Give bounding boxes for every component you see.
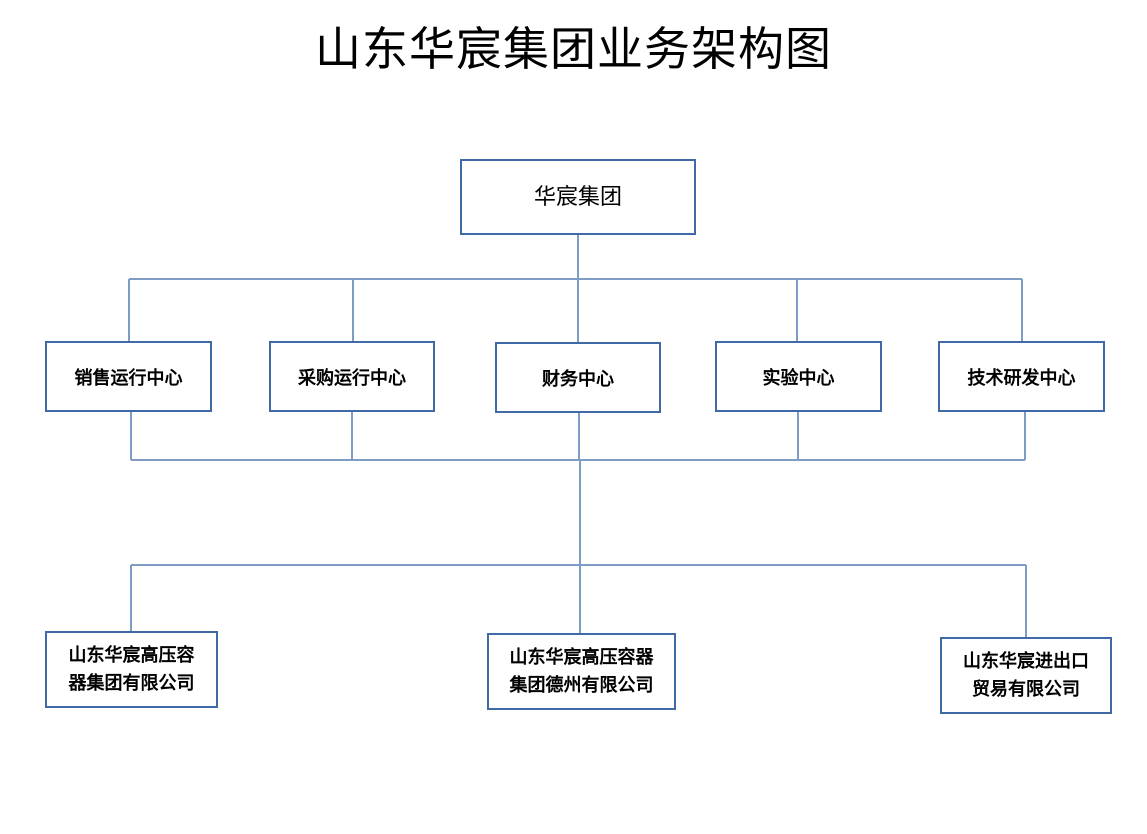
root-node-huachen-group: 华宸集团 (460, 159, 696, 235)
company-node-label-line2: 集团德州有限公司 (509, 674, 654, 696)
page-title: 山东华宸集团业务架构图 (315, 22, 832, 76)
company-node-pressure-vessel: 山东华宸高压容 器集团有限公司 (45, 631, 218, 708)
center-node-laboratory: 实验中心 (715, 341, 882, 412)
company-node-label-line1: 山东华宸进出口 (963, 650, 1089, 672)
center-node-label: 财务中心 (542, 368, 614, 390)
company-node-dezhou: 山东华宸高压容器 集团德州有限公司 (487, 633, 676, 710)
company-node-label-line2: 器集团有限公司 (68, 672, 195, 694)
center-node-label: 技术研发中心 (967, 367, 1076, 389)
center-node-label: 采购运行中心 (298, 367, 406, 389)
center-node-procurement: 采购运行中心 (269, 341, 435, 412)
center-node-label: 销售运行中心 (74, 367, 183, 389)
company-node-label-line1: 山东华宸高压容 (68, 644, 195, 666)
company-node-label-line1: 山东华宸高压容器 (509, 646, 654, 668)
company-node-label-line2: 贸易有限公司 (972, 678, 1080, 700)
center-node-rnd: 技术研发中心 (938, 341, 1105, 412)
center-node-label: 实验中心 (762, 367, 835, 389)
company-node-import-export: 山东华宸进出口 贸易有限公司 (940, 637, 1112, 714)
center-node-finance: 财务中心 (495, 342, 661, 413)
root-node-label: 华宸集团 (533, 185, 622, 210)
center-node-sales: 销售运行中心 (45, 341, 212, 412)
